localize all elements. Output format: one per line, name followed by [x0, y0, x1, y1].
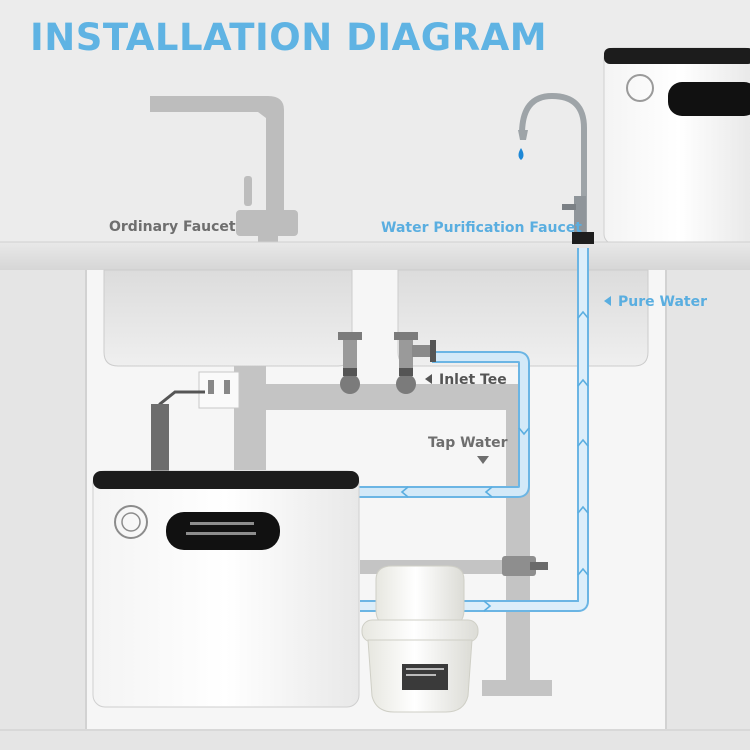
page-title: INSTALLATION DIAGRAM: [30, 16, 547, 59]
purifier-unit-top-view: [604, 48, 750, 244]
arrow-left-icon: [604, 296, 611, 306]
pressure-tank: [362, 566, 478, 712]
ordinary-faucet-label: Ordinary Faucet: [109, 219, 236, 235]
arrow-down-icon: [477, 456, 489, 464]
countertop: [0, 242, 750, 270]
water-purification-faucet-label: Water Purification Faucet: [381, 220, 582, 236]
pure-water-label: Pure Water: [604, 294, 707, 310]
pure-water-label-text: Pure Water: [618, 294, 707, 310]
inlet-tee-label-text: Inlet Tee: [439, 372, 507, 388]
purifier-unit-main: [93, 471, 359, 707]
inlet-tee-label: Inlet Tee: [425, 372, 507, 388]
tap-water-label: Tap Water: [428, 435, 508, 451]
arrow-left-icon: [425, 374, 432, 384]
